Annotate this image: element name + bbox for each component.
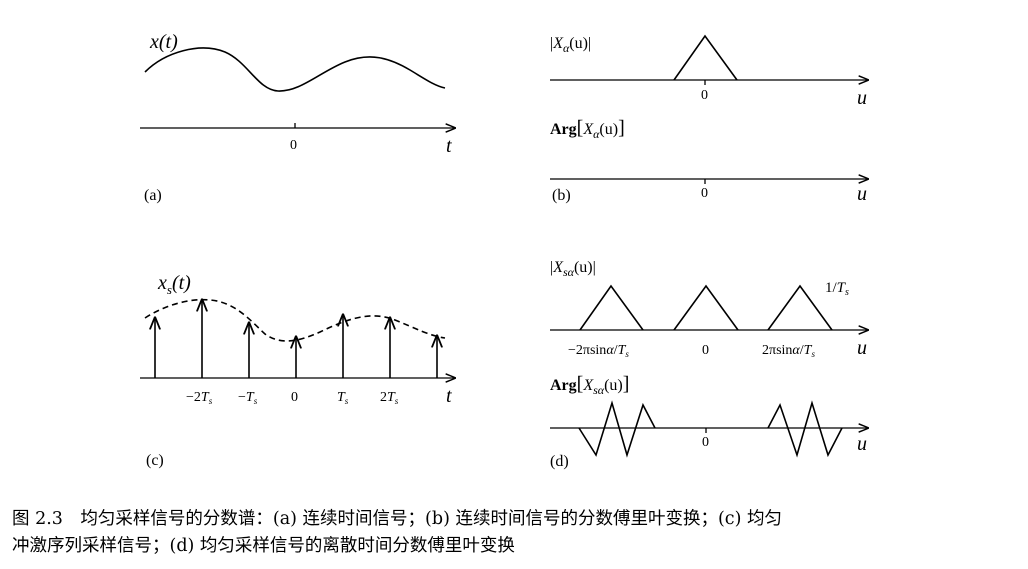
panel-d-axis-top: u — [857, 337, 867, 359]
panel-b-axis-top: u — [857, 87, 867, 109]
panel-c-tick-ts: Ts — [337, 390, 349, 406]
panel-c-func-label: xs(t) — [157, 272, 191, 297]
panel-d-axis-bottom: u — [857, 433, 867, 455]
caption-line-1: 图 2.3 均匀采样信号的分数谱：(a) 连续时间信号；(b) 连续时间信号的分… — [12, 509, 782, 529]
panel-c-tick-minus-2ts: −2Ts — [186, 390, 213, 406]
caption-line-2: 冲激序列采样信号；(d) 均匀采样信号的离散时间分数傅里叶变换 — [12, 536, 515, 556]
panel-d-amplitude-label: 1/Ts — [825, 280, 849, 298]
panel-d-tag: (d) — [550, 453, 569, 470]
panel-b-arg-label: Arg[Xα(u)] — [550, 117, 625, 141]
panel-b-axis-bottom: u — [857, 183, 867, 205]
panel-d-magnitude-label: |Xsα(u)| — [550, 259, 596, 279]
panel-c: xs(t) −2Ts −Ts 0 Ts 2Ts t (c) — [140, 272, 455, 469]
panel-c-impulses — [155, 300, 437, 378]
panel-a-arg: (t) — [159, 31, 178, 53]
panel-c-axis-label: t — [446, 385, 452, 407]
svg-text:x(t): x(t) — [149, 31, 178, 53]
panel-d-phase-zigzag-left — [578, 400, 656, 458]
panel-a-zero-label: 0 — [290, 138, 297, 153]
panel-c-tick-2ts: 2Ts — [380, 390, 399, 406]
panel-b-magnitude-label: |Xα(u)| — [550, 35, 591, 55]
panel-d-phase-zigzag-right — [767, 400, 843, 458]
figure-caption: 图 2.3 均匀采样信号的分数谱：(a) 连续时间信号；(b) 连续时间信号的分… — [12, 506, 1018, 560]
panel-b-magnitude-triangle — [673, 34, 738, 81]
figure-2-3: x(t) 0 t (a) |Xα(u)| 0 u Arg[Xα(u)] 0 u … — [140, 31, 1028, 470]
panel-d-triangle-right — [767, 284, 833, 331]
panel-c-envelope-dashed — [144, 298, 446, 342]
panel-d-tick-left: −2πsinα/Ts — [568, 343, 629, 359]
panel-b: |Xα(u)| 0 u Arg[Xα(u)] 0 u (b) — [550, 34, 868, 205]
panel-d-triangle-center — [673, 284, 739, 331]
panel-a: x(t) 0 t (a) — [140, 31, 455, 204]
panel-c-tick-zero: 0 — [291, 390, 298, 405]
panel-c-tag: (c) — [146, 452, 164, 469]
panel-a-tag: (a) — [144, 187, 162, 204]
panel-a-func: x — [149, 31, 159, 53]
panel-b-tag: (b) — [552, 187, 571, 204]
panel-b-zero-bottom: 0 — [701, 186, 708, 201]
panel-d-triangle-left — [579, 284, 644, 331]
panel-a-axis-label: t — [446, 135, 452, 157]
panel-a-signal-curve — [144, 47, 446, 92]
panel-c-tick-minus-ts: −Ts — [238, 390, 258, 406]
panel-d-zero-bottom: 0 — [702, 435, 709, 450]
panel-d-arg-label: Arg[Xsα(u)] — [550, 373, 629, 397]
panel-d: |Xsα(u)| 1/Ts −2πsinα/Ts 0 2πsinα/Ts u A… — [550, 259, 868, 470]
panel-d-tick-zero: 0 — [702, 343, 709, 358]
panel-b-zero-top: 0 — [701, 88, 708, 103]
panel-d-tick-right: 2πsinα/Ts — [762, 343, 815, 359]
